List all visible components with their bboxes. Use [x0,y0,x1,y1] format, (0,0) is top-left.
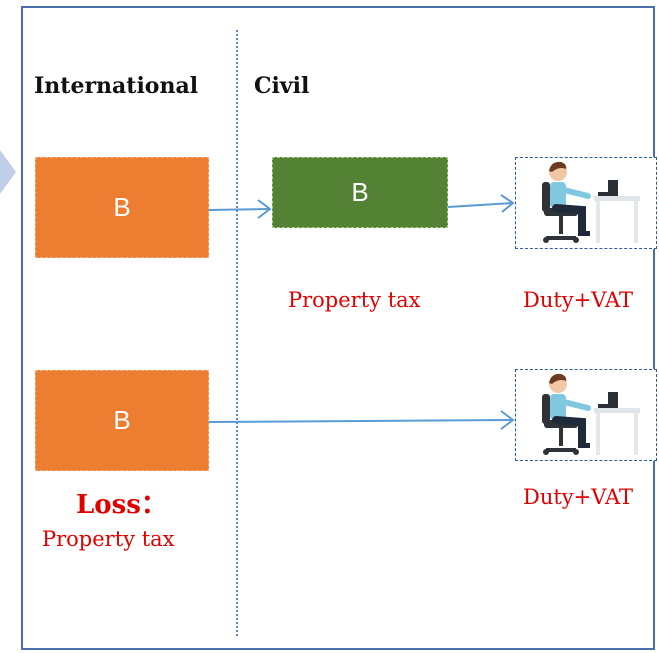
arrow-box1-to-box2 [208,208,271,211]
column-label-civil: Civil [254,73,310,99]
column-label-international: International [34,73,199,99]
box-international-top: B [35,157,209,258]
note-duty-vat-top: Duty+VAT [523,288,634,312]
arrow-box3-to-office2 [208,419,514,423]
note-property-tax-civil: Property tax [288,288,421,312]
box-label: B [113,192,131,222]
diagram-frame [21,6,655,650]
arrow-box2-to-office1-head [500,194,515,213]
box-label: B [113,405,131,435]
box-civil-top: B [272,157,448,228]
box-label: B [351,177,369,207]
office-worker-at-desk-icon [515,369,657,461]
arrow-box2-to-office1 [447,202,514,208]
office-worker-at-desk-icon [515,157,657,249]
arrow-box3-to-office2-head [500,410,515,430]
note-property-tax-loss: Property tax [42,527,175,551]
arrow-box1-to-box2-head [257,199,272,219]
column-divider [236,30,238,636]
box-international-bottom: B [35,370,209,471]
left-edge-arrow-icon [0,150,16,194]
note-duty-vat-bottom: Duty+VAT [523,485,634,509]
loss-title: Loss： [76,490,167,520]
